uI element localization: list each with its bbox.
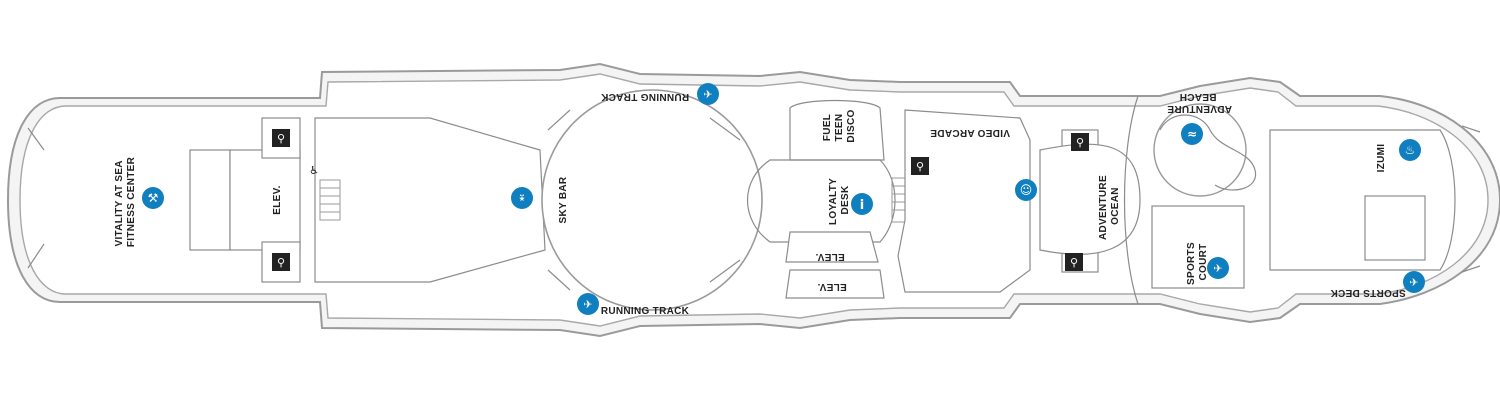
fuel-teen-disco-label: FUEL TEEN DISCO: [822, 109, 857, 142]
running-icon[interactable]: ✈: [1207, 257, 1229, 279]
izumi-label: IZUMI: [1376, 144, 1387, 173]
svg-text:✈: ✈: [1409, 276, 1418, 289]
restroom-icon: ⚲: [1071, 133, 1089, 151]
fitness-center-label: VITALITY AT SEA FITNESS CENTER: [114, 156, 137, 247]
running-track-top-label: RUNNING TRACK: [600, 91, 689, 102]
fwd-bow-stairs: [27, 127, 45, 269]
accessible-icon: ♿: [309, 164, 319, 177]
cocktail-icon[interactable]: ⍣: [511, 187, 533, 209]
dining-icon[interactable]: ♨: [1399, 139, 1421, 161]
svg-text:⚲: ⚲: [1070, 256, 1078, 269]
fwd-lounge-wall: [314, 117, 546, 283]
running-icon[interactable]: ✈: [1403, 271, 1425, 293]
stairs-fwd: [319, 179, 341, 221]
adventure-ocean-label: ADVENTURE OCEAN: [1098, 172, 1121, 240]
running-track-bottom-label: RUNNING TRACK: [601, 306, 690, 317]
svg-text:≈: ≈: [1187, 127, 1197, 141]
restroom-icon: ⚲: [272, 129, 290, 147]
svg-text:☺: ☺: [1020, 183, 1033, 197]
restroom-icon: ⚲: [272, 253, 290, 271]
restroom-icon: ⚲: [1065, 253, 1083, 271]
loyalty-desk-label: LOYALTY DESK: [828, 175, 851, 225]
fuel-teen-disco-room: [789, 99, 885, 161]
sports-deck-arc: [1123, 95, 1139, 305]
elev-fwd-label: ELEV.: [272, 185, 283, 214]
adventure-beach-pool: [1153, 103, 1247, 197]
adventure-beach-label: ADVENTURE BEACH: [1164, 91, 1232, 114]
sports-court-room: [1151, 205, 1245, 289]
svg-text:⚒: ⚒: [148, 191, 159, 205]
running-icon[interactable]: ✈: [577, 293, 599, 315]
sky-bar-label: SKY BAR: [558, 176, 569, 223]
svg-text:✈: ✈: [1213, 262, 1222, 275]
info-icon[interactable]: i: [851, 193, 873, 215]
video-arcade-room: [897, 109, 1031, 293]
running-icon[interactable]: ✈: [697, 83, 719, 105]
svg-text:♨: ♨: [1405, 143, 1416, 157]
running-track-ring: [541, 89, 763, 311]
svg-text:⚲: ⚲: [916, 160, 924, 173]
izumi-inner-room: [1364, 195, 1426, 261]
waterslide-icon[interactable]: ≈: [1181, 123, 1203, 145]
svg-text:✈: ✈: [703, 88, 712, 101]
elev-mid-label-2: ELEV.: [817, 281, 846, 292]
izumi-room: [1269, 129, 1456, 271]
fitness-room: [189, 149, 231, 251]
fitness-icon[interactable]: ⚒: [142, 187, 164, 209]
waterslide: [1159, 114, 1257, 191]
elev-mid-label-1: ELEV.: [815, 251, 844, 262]
svg-text:⚲: ⚲: [1076, 136, 1084, 149]
svg-text:⍣: ⍣: [518, 191, 525, 205]
svg-text:⚲: ⚲: [277, 132, 285, 145]
svg-text:✈: ✈: [583, 298, 592, 311]
aft-stairs: [1461, 125, 1481, 273]
svg-text:⚲: ⚲: [277, 256, 285, 269]
elev-mid-room: [785, 231, 879, 263]
restroom-icon: ⚲: [911, 157, 929, 175]
elev-mid-room-2: [785, 269, 885, 299]
svg-text:♿: ♿: [309, 164, 319, 177]
sports-deck-label: SPORTS DECK: [1330, 287, 1406, 298]
kids-icon[interactable]: ☺: [1015, 179, 1037, 201]
video-arcade-label: VIDEO ARCADE: [930, 127, 1010, 138]
sports-court-label: SPORTS COURT: [1186, 239, 1209, 285]
elev-fwd-room: [229, 149, 301, 251]
svg-text:i: i: [860, 198, 864, 213]
track-stairs: [547, 109, 741, 291]
